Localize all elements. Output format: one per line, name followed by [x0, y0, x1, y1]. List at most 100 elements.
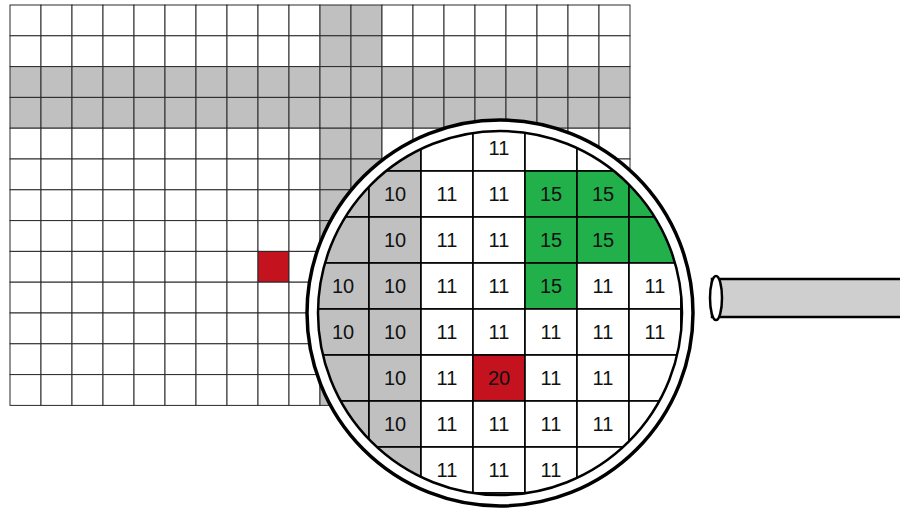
cell-value: 11: [541, 414, 562, 434]
grid-pixel: [103, 221, 134, 252]
magnified-pixel: [421, 79, 473, 125]
magnified-pixel: [265, 217, 317, 263]
cell-value: 15: [540, 276, 562, 296]
cell-slot: 11: [421, 309, 473, 355]
cell-value: 11: [437, 460, 458, 480]
grid-pixel: [506, 67, 537, 98]
grid-pixel: [41, 190, 72, 221]
magnified-grid: [265, 79, 733, 509]
grid-pixel: [103, 344, 134, 375]
grid-pixel: [134, 251, 165, 282]
lens-ground: [307, 120, 693, 506]
grid-pixel: [227, 5, 258, 36]
magnified-pixel: [369, 309, 421, 355]
grid-pixel: [103, 128, 134, 159]
grid-pixel: [165, 97, 196, 128]
cell-value: 11: [541, 322, 562, 342]
grid-pixel: [103, 282, 134, 313]
grid-pixel: [72, 221, 103, 252]
grid-pixel: [258, 5, 289, 36]
grid-pixel: [444, 67, 475, 98]
cell-slot: 11: [577, 401, 629, 447]
grid-pixel: [134, 375, 165, 406]
cell-slot: 11: [473, 125, 525, 171]
grid-pixel: [165, 159, 196, 190]
grid-pixel: [165, 5, 196, 36]
magnified-pixel: [525, 263, 577, 309]
grid-pixel: [72, 251, 103, 282]
magnified-pixel: [369, 263, 421, 309]
cell-slot: 15: [525, 171, 577, 217]
magnified-pixel: [317, 125, 369, 171]
grid-pixel: [10, 313, 41, 344]
grid-pixel: [382, 5, 413, 36]
grid-pixel: [72, 344, 103, 375]
cell-value: 15: [592, 184, 614, 204]
grid-pixel: [475, 5, 506, 36]
cell-value: 11: [489, 230, 510, 250]
grid-pixel: [227, 159, 258, 190]
magnified-pixel: [473, 355, 525, 401]
grid-pixel: [10, 221, 41, 252]
cell-slot: 11: [421, 263, 473, 309]
grid-pixel: [134, 344, 165, 375]
magnified-pixel: [369, 355, 421, 401]
grid-pixel: [599, 36, 630, 67]
grid-pixel: [289, 128, 320, 159]
grid-pixel: [72, 36, 103, 67]
grid-pixel: [258, 159, 289, 190]
grid-pixel: [351, 5, 382, 36]
magnified-pixel: [265, 447, 317, 493]
grid-pixel: [227, 97, 258, 128]
grid-pixel: [165, 282, 196, 313]
magnified-pixel: [265, 125, 317, 171]
cell-slot: 11: [629, 309, 681, 355]
cell-slot: 10: [369, 263, 421, 309]
grid-pixel: [568, 5, 599, 36]
magnified-pixel: [369, 217, 421, 263]
magnified-pixel: [629, 125, 681, 171]
grid-pixel: [320, 128, 351, 159]
grid-pixel: [227, 375, 258, 406]
grid-pixel: [196, 375, 227, 406]
cell-value: 11: [645, 322, 666, 342]
grid-pixel: [537, 5, 568, 36]
grid-pixel: [444, 5, 475, 36]
magnified-pixel: [317, 447, 369, 493]
grid-pixel: [165, 344, 196, 375]
grid-pixel: [10, 190, 41, 221]
grid-pixel: [134, 282, 165, 313]
cell-value: 11: [437, 230, 458, 250]
magnified-pixel: [577, 263, 629, 309]
magnifier-handle: [710, 276, 900, 320]
grid-pixel: [196, 190, 227, 221]
cell-value: 10: [384, 230, 406, 250]
cell-slot: 15: [577, 171, 629, 217]
grid-pixel: [41, 36, 72, 67]
grid-pixel: [227, 128, 258, 159]
cell-value: 20: [488, 368, 510, 388]
grid-pixel: [72, 5, 103, 36]
handle-bar: [712, 279, 900, 317]
grid-pixel: [196, 128, 227, 159]
magnified-pixel: [681, 447, 733, 493]
cell-slot: 11: [421, 401, 473, 447]
magnified-pixel: [317, 263, 369, 309]
grid-pixel: [196, 251, 227, 282]
magnified-pixel: [681, 217, 733, 263]
grid-pixel: [10, 128, 41, 159]
cell-slot: 11: [473, 217, 525, 263]
cell-value: 11: [593, 322, 614, 342]
grid-pixel: [568, 36, 599, 67]
grid-pixel: [258, 97, 289, 128]
grid-pixel: [196, 221, 227, 252]
grid-pixel: [413, 5, 444, 36]
grid-pixel: [196, 313, 227, 344]
grid-pixel: [134, 221, 165, 252]
cell-value: 11: [541, 368, 562, 388]
grid-pixel: [227, 221, 258, 252]
grid-pixel: [134, 128, 165, 159]
magnified-pixel: [629, 79, 681, 125]
grid-pixel: [41, 128, 72, 159]
